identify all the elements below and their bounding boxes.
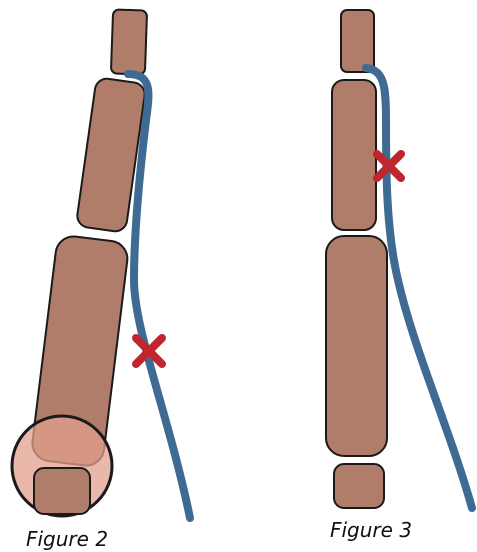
fig3-segment-bottom [334, 464, 384, 508]
figure-2: Figure 2 [12, 9, 190, 551]
fig2-segment-bottom [34, 468, 90, 514]
figure-2-caption: Figure 2 [26, 527, 108, 551]
fig2-segment-top [111, 9, 147, 74]
fig3-segment-lower [326, 236, 387, 456]
figure-3: Figure 3 [326, 10, 472, 542]
figure-3-caption: Figure 3 [330, 518, 412, 542]
fig3-segment-upper [332, 80, 376, 230]
fig3-segment-top [341, 10, 374, 72]
